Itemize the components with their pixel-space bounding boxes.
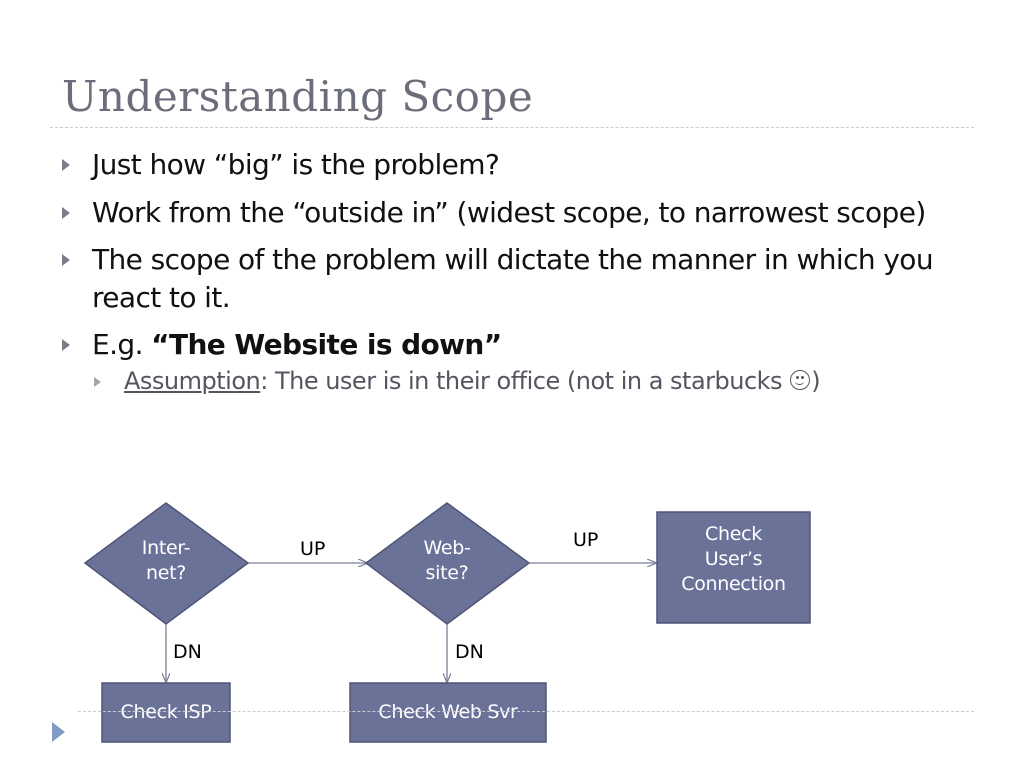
example-emphasis: “The Website is down” — [151, 328, 502, 362]
check-isp-label: Check ISP — [120, 701, 212, 723]
website-decision-label: Web- site? — [423, 537, 471, 585]
bullet-item: Just how “big” is the problem? — [62, 146, 962, 184]
bullet-text: E.g. — [92, 328, 152, 362]
check-isp-box — [101, 682, 231, 743]
edge-label-internet-dn: DN — [173, 641, 202, 663]
assumption-text: : The user is in their office (not in a … — [260, 366, 790, 395]
bullet-arrow-icon — [62, 254, 70, 267]
title-divider — [50, 127, 974, 128]
check-user-connection-box — [656, 511, 811, 624]
edge-label-internet-up: UP — [300, 538, 326, 560]
assumption-close: ) — [811, 366, 821, 395]
check-web-svr-box — [349, 682, 547, 743]
check-user-connection-label: Check User’s Connection — [681, 523, 786, 596]
bullet-item: E.g. “The Website is down” — [62, 326, 962, 364]
bullet-text: Work from the “outside in” (widest scope… — [92, 195, 926, 229]
bullet-text: The scope of the problem will dictate th… — [92, 243, 934, 314]
bullet-item: The scope of the problem will dictate th… — [62, 241, 962, 316]
bullet-arrow-icon — [62, 339, 70, 352]
sub-bullet-item: Assumption: The user is in their office … — [94, 366, 962, 397]
internet-decision-label: Inter- net? — [141, 537, 191, 585]
bullet-item: Work from the “outside in” (widest scope… — [62, 194, 962, 232]
edge-label-website-up: UP — [573, 529, 599, 551]
bullet-arrow-icon — [62, 206, 70, 219]
bullet-text: Just how “big” is the problem? — [92, 148, 500, 181]
sub-bullet-arrow-icon — [94, 376, 101, 387]
footer-divider — [78, 711, 974, 712]
slide-title: Understanding Scope — [62, 72, 534, 121]
assumption-label: Assumption — [124, 366, 261, 395]
check-web-svr-label: Check Web Svr — [378, 701, 518, 723]
smiley-icon — [790, 369, 811, 390]
internet-decision-diamond — [83, 502, 250, 625]
edge-label-website-dn: DN — [455, 641, 484, 663]
bullet-list: Just how “big” is the problem? Work from… — [62, 146, 962, 397]
bullet-arrow-icon — [62, 159, 70, 171]
website-decision-diamond — [364, 502, 531, 625]
footer-arrow-icon — [52, 722, 65, 742]
